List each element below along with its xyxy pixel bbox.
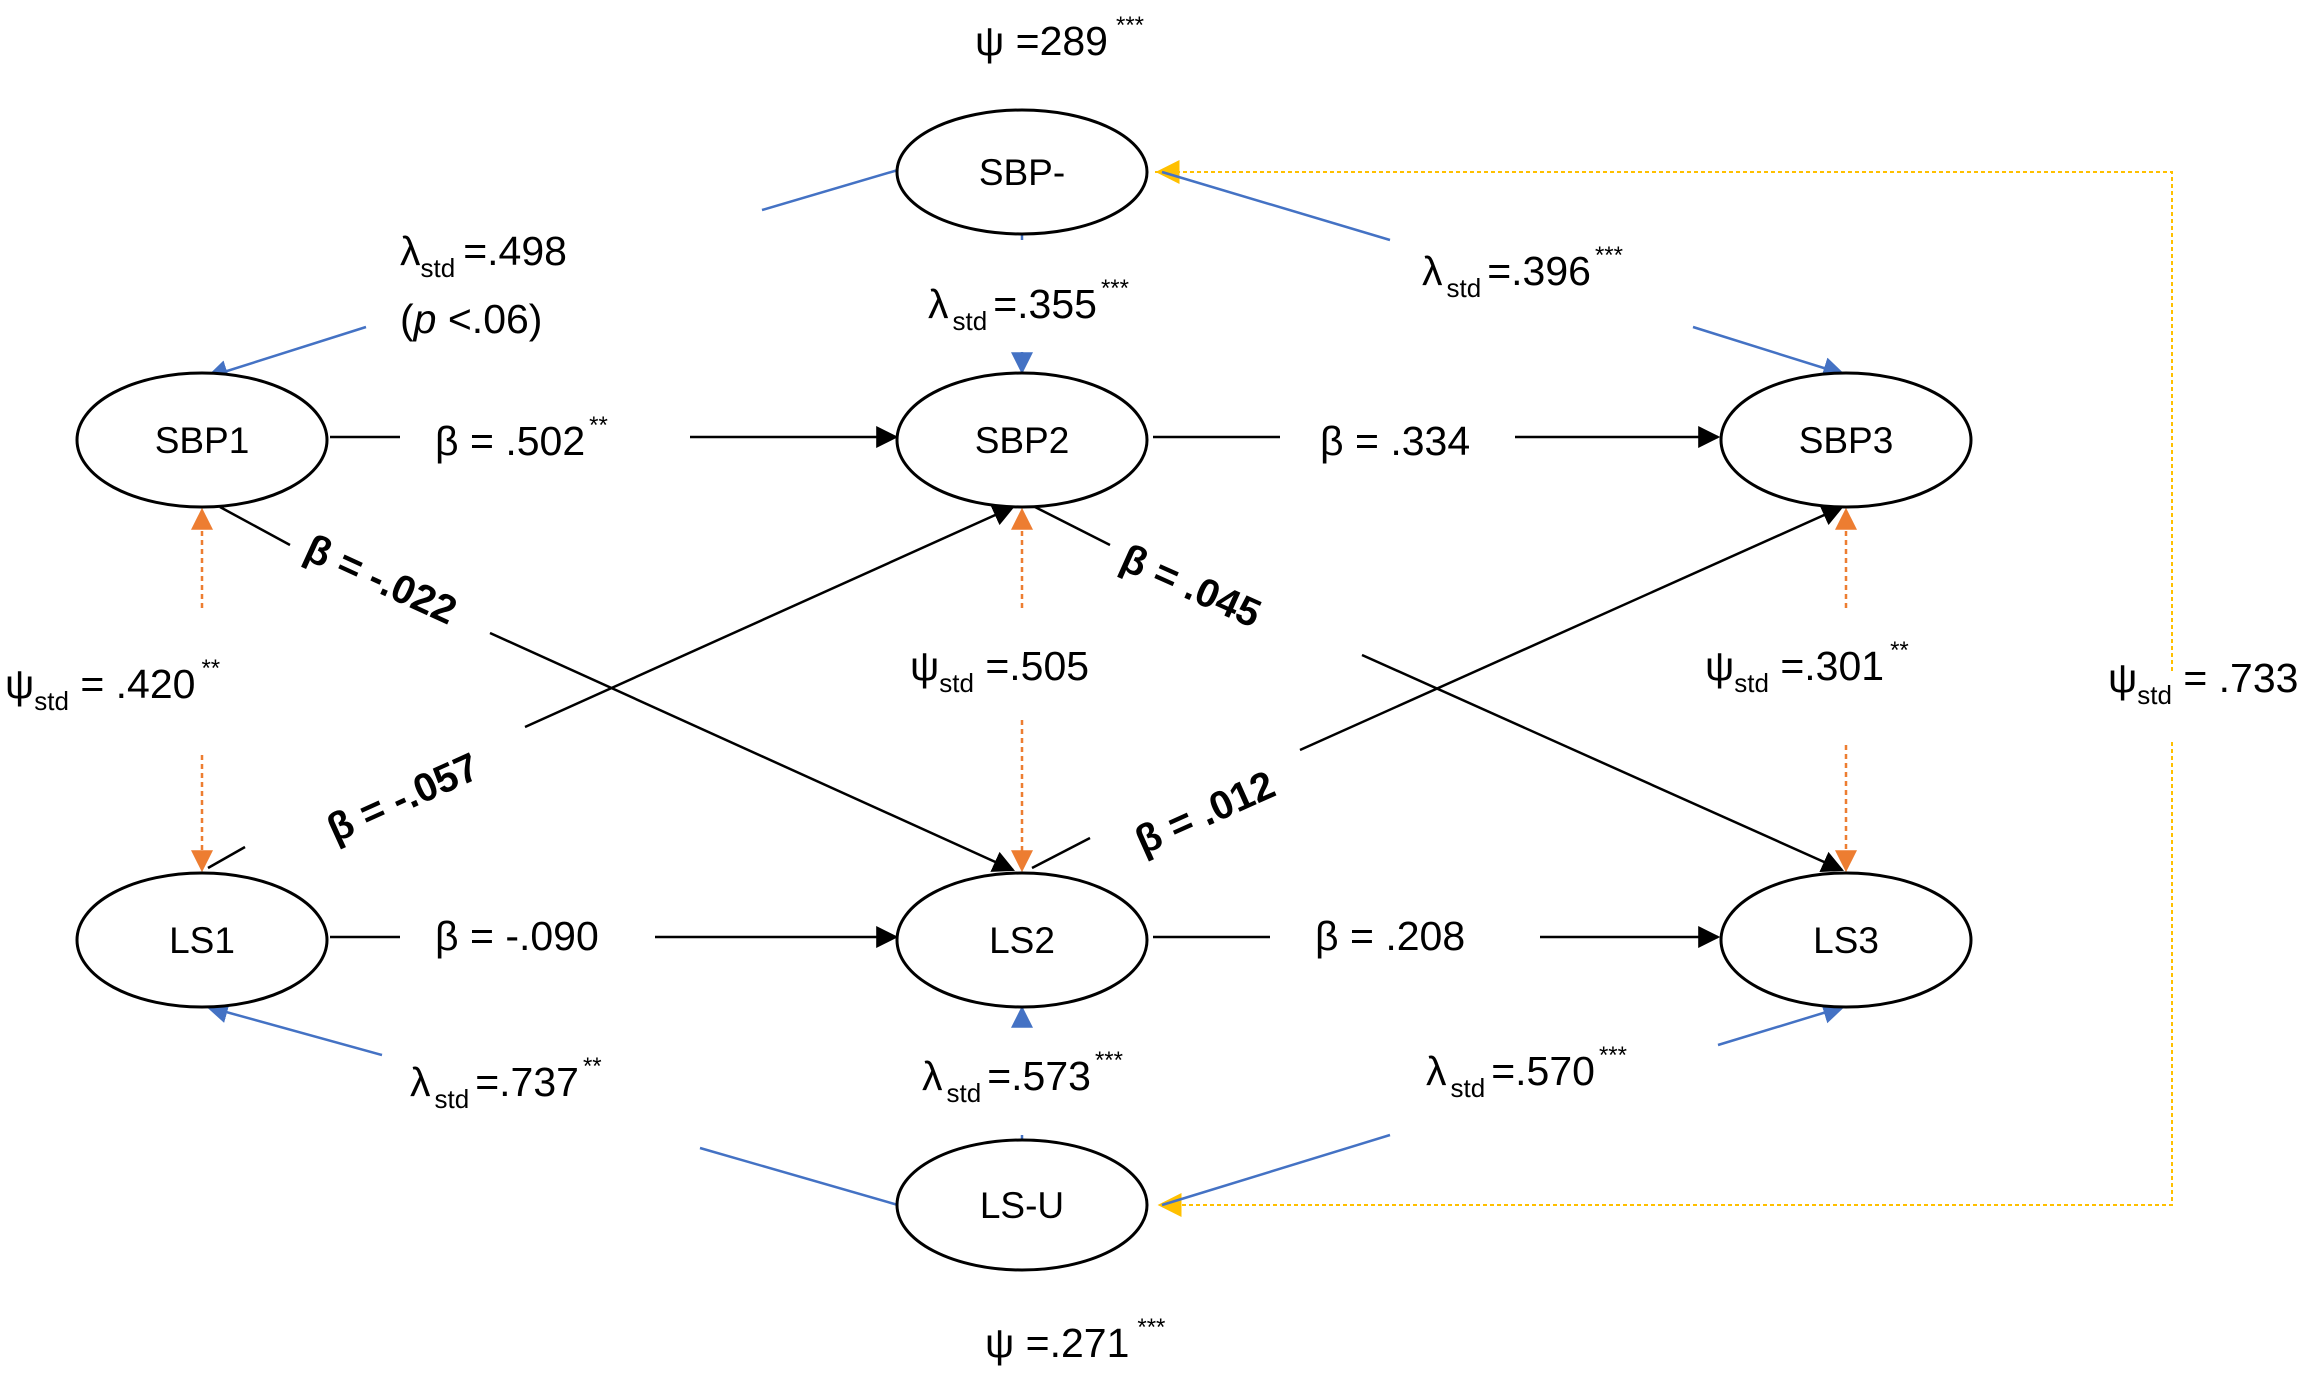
node-sbp2: SBP2 [895,371,1149,509]
path-label-sbp2-sbp3: β = .334 [1320,418,1470,464]
residual-label-method: ψstd = .733 [2108,655,2298,710]
regression-paths [207,426,1845,948]
node-ls-u: LS-U [895,1138,1149,1272]
path-label-sbp1-sbp2: β = .502** [435,412,608,464]
loading-paths [205,168,1846,1207]
residual-label-t3: ψstd =.301** [1705,637,1909,698]
path-label-ls2-sbp3: β = .012 [1129,763,1282,864]
node-label: LS3 [1813,920,1879,961]
node-sbp1: SBP1 [75,371,329,509]
path-label-ls1-sbp2: β = -.057 [321,745,486,851]
node-ls2: LS2 [895,871,1149,1009]
node-ls1: LS1 [75,871,329,1009]
variance-label-ls-u: ψ =.271*** [985,1314,1165,1366]
node-ls3: LS3 [1719,871,1973,1009]
path-label-ls1-ls2: β = -.090 [435,913,599,959]
path-label-ls2-ls3: β = .208 [1315,913,1465,959]
node-label: SBP1 [155,420,250,461]
path-label-sbp1-ls2: β = -.022 [298,526,463,633]
node-label: SBP2 [975,420,1070,461]
node-label: SBP- [979,152,1065,193]
loading-label-sbp1: λstd=.498 [400,228,567,283]
node-label: SBP3 [1799,420,1894,461]
loading-note-sbp1: (p <.06) [400,296,542,342]
path-label-sbp2-ls3: β = .045 [1114,536,1267,637]
residual-label-t2: ψstd =.505 [910,643,1089,698]
residual-paths [191,507,1857,873]
node-label: LS-U [980,1185,1064,1226]
node-label: LS1 [169,920,235,961]
variance-label-sbp-minus: ψ =289*** [975,12,1144,64]
node-sbp-minus: SBP- [895,108,1149,236]
residual-label-t1: ψstd = .420** [5,655,220,716]
node-sbp3: SBP3 [1719,371,1973,509]
node-label: LS2 [989,920,1055,961]
covariance-path [1155,160,2173,1217]
